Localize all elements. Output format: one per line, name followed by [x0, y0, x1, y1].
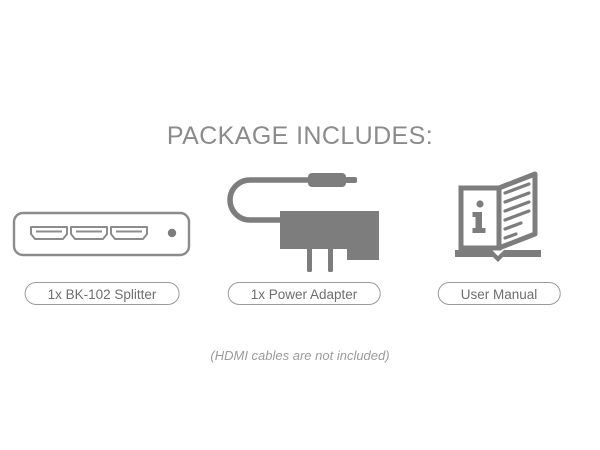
hdmi-splitter-icon — [7, 165, 197, 270]
package-item-label-user-manual: User Manual — [437, 282, 561, 305]
package-item-power-adapter: 1x Power Adapter — [209, 165, 399, 315]
page-title: PACKAGE INCLUDES: — [166, 122, 434, 150]
package-item-user-manual: User Manual — [404, 165, 594, 315]
package-item-label-splitter: 1x BK-102 Splitter — [24, 282, 180, 305]
user-manual-book-icon — [404, 165, 594, 270]
power-adapter-icon — [209, 165, 399, 272]
package-item-label-power-adapter: 1x Power Adapter — [227, 282, 381, 305]
package-item-splitter: 1x BK-102 Splitter — [7, 165, 197, 315]
footnote-text: (HDMI cables are not included) — [210, 348, 390, 363]
